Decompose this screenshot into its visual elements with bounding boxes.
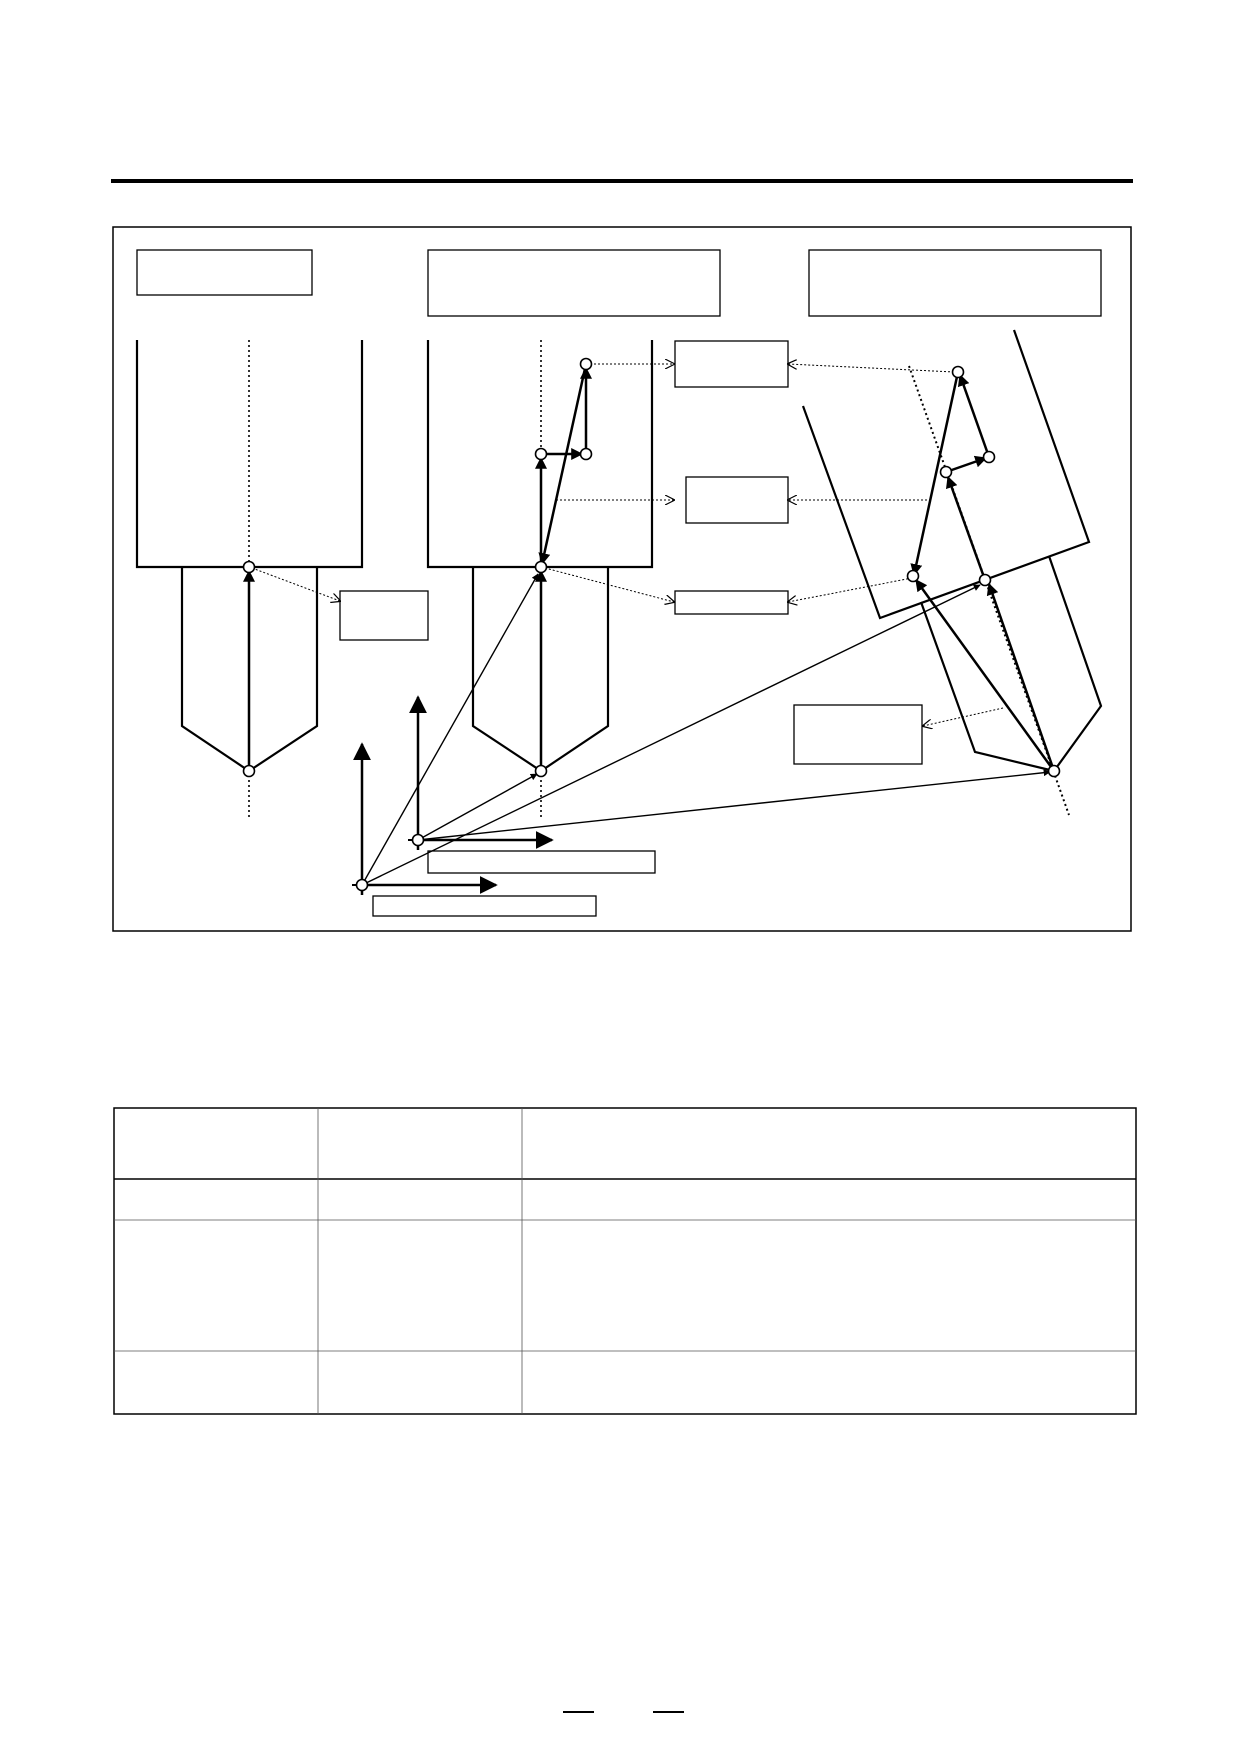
axis-label-machine — [372, 895, 597, 917]
tool-right-vector-4 — [945, 455, 988, 474]
tool-right-vector-1 — [914, 579, 1056, 772]
callout-boxes — [339, 340, 923, 765]
tool-left-body — [135, 340, 364, 569]
tool-right-tip — [919, 555, 1103, 773]
parameter-table — [113, 1107, 1137, 1415]
tool-right — [801, 329, 1103, 816]
leader-lines — [251, 364, 1004, 726]
tool-right-vector-5 — [957, 373, 991, 458]
tool-right-vector-3 — [946, 475, 987, 581]
header-box-right — [808, 249, 1102, 317]
callout-right — [793, 704, 923, 765]
tool-middle — [426, 340, 654, 820]
header-box-left — [136, 249, 313, 296]
axis-label-boxes — [372, 850, 656, 917]
callout-middle — [685, 476, 789, 524]
header-box-middle — [427, 249, 721, 317]
tool-middle-vector-5 — [538, 363, 588, 566]
tool-right-vector-2 — [986, 582, 1056, 772]
callout-left-offset — [339, 590, 429, 641]
callout-lower — [674, 590, 789, 615]
coordinate-system-machine — [352, 742, 498, 895]
tool-right-vector-6 — [910, 371, 960, 577]
figure-frame — [112, 226, 1132, 932]
vector-nodes — [242, 357, 1061, 892]
callout-top — [674, 340, 789, 388]
position-vectors — [361, 573, 1051, 886]
figure-header-boxes — [136, 249, 1102, 317]
tool-left — [135, 340, 364, 820]
axis-label-work — [427, 850, 656, 874]
table-border — [113, 1107, 1137, 1415]
